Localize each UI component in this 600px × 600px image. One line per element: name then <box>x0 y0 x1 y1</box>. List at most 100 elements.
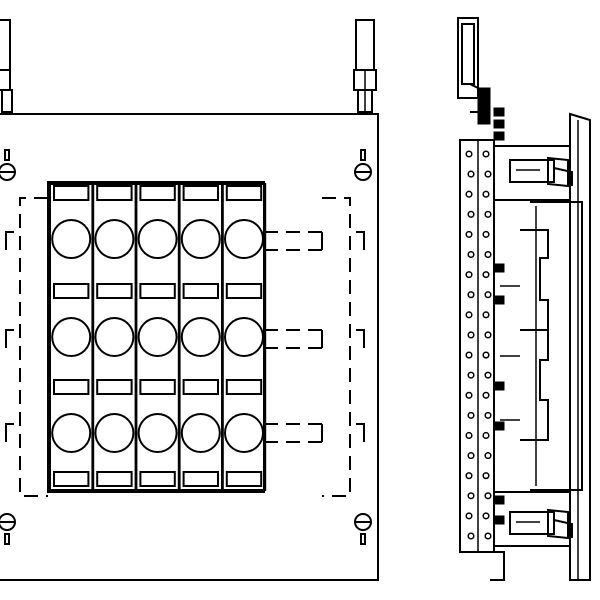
perforation-hole <box>465 230 473 238</box>
perforation-hole <box>465 311 473 319</box>
perforation-hole <box>467 411 475 419</box>
label-strip <box>182 471 220 487</box>
label-strip <box>225 379 263 395</box>
perforation-hole <box>467 210 475 218</box>
perforation-hole <box>482 351 490 359</box>
perforation-hole <box>484 210 492 218</box>
perforation-hole <box>484 452 492 460</box>
terminal-hole <box>224 219 264 259</box>
perforation-hole <box>467 452 475 460</box>
perforation-hole <box>465 351 473 359</box>
label-strip <box>53 185 90 201</box>
perforation-hole <box>484 331 492 339</box>
module-profile <box>500 201 583 491</box>
terminal-column <box>221 183 267 491</box>
perforation-hole <box>484 371 492 379</box>
terminal-column <box>49 183 94 491</box>
perforations <box>465 150 492 540</box>
perforation-hole <box>482 150 490 158</box>
screw-icon <box>493 381 505 391</box>
label-strip <box>139 379 176 395</box>
perforation-hole <box>482 512 490 520</box>
terminal-hole <box>180 219 221 259</box>
dashed-outline-left <box>5 197 48 497</box>
terminal-column <box>92 183 137 491</box>
terminal-hole <box>224 317 264 357</box>
front-view <box>0 19 379 581</box>
screw-icon <box>493 119 505 129</box>
terminal-hole <box>51 413 92 453</box>
perforation-hole <box>482 190 490 198</box>
column-body <box>221 183 267 491</box>
perforation-hole <box>484 492 492 500</box>
terminal-columns <box>49 183 267 491</box>
perforation-hole <box>465 150 473 158</box>
screw-icon <box>493 107 505 117</box>
label-strip <box>139 185 176 201</box>
perforation-hole <box>484 170 492 178</box>
side-foot <box>490 551 505 581</box>
perforation-hole <box>484 411 492 419</box>
screw-icon <box>0 513 16 545</box>
label-strip <box>96 379 133 395</box>
screw-icon <box>493 295 505 305</box>
side-hanger <box>457 17 491 125</box>
label-strip <box>225 471 263 487</box>
perforation-hole <box>467 532 475 540</box>
terminal-hole <box>137 219 178 259</box>
perforation-hole <box>484 291 492 299</box>
perforation-hole <box>465 271 473 279</box>
terminal-hole <box>180 317 221 357</box>
screw-icon <box>354 513 372 545</box>
screw-icon <box>493 421 505 431</box>
perforation-hole <box>482 431 490 440</box>
perforation-hole <box>484 532 492 540</box>
perforation-hole <box>467 371 475 379</box>
label-strip <box>225 283 263 299</box>
screw-icon <box>0 149 16 181</box>
perforation-hole <box>465 190 473 198</box>
label-strip <box>53 471 90 487</box>
label-strip <box>53 283 90 299</box>
label-strip <box>182 283 220 299</box>
perforation-hole <box>465 472 473 480</box>
terminal-hole <box>94 413 135 453</box>
perforation-hole <box>467 250 475 259</box>
terminal-hole <box>94 317 135 357</box>
terminal-block <box>47 181 265 493</box>
screw-icon <box>354 149 372 181</box>
screw-icon <box>493 495 505 505</box>
label-strip <box>182 185 220 201</box>
perforation-hole <box>465 512 473 520</box>
perforation-hole <box>467 492 475 500</box>
side-screws <box>493 107 505 525</box>
label-strip <box>96 283 133 299</box>
perforation-hole <box>467 170 475 178</box>
side-view <box>457 17 591 581</box>
terminal-hole <box>94 219 135 259</box>
terminal-hole <box>51 219 92 259</box>
terminal-hole <box>137 317 178 357</box>
terminal-column <box>135 183 180 491</box>
terminal-hole <box>180 413 221 453</box>
left-hanger <box>0 19 13 113</box>
perforation-hole <box>484 250 492 259</box>
mounting-plate <box>0 113 379 581</box>
perforation-hole <box>465 431 473 440</box>
perforated-rail <box>459 139 495 553</box>
perforation-hole <box>482 271 490 279</box>
perforation-hole <box>465 391 473 399</box>
screw-icon <box>493 515 505 525</box>
top-bracket <box>494 145 573 201</box>
dashed-outline-right <box>264 197 365 497</box>
label-strip <box>139 283 176 299</box>
label-strip <box>225 185 263 201</box>
perforation-hole <box>467 291 475 299</box>
screw-icon <box>493 131 505 141</box>
label-strip <box>182 379 220 395</box>
label-strip <box>53 379 90 395</box>
label-strip <box>96 471 133 487</box>
perforation-hole <box>467 331 475 339</box>
terminal-hole <box>51 317 92 357</box>
